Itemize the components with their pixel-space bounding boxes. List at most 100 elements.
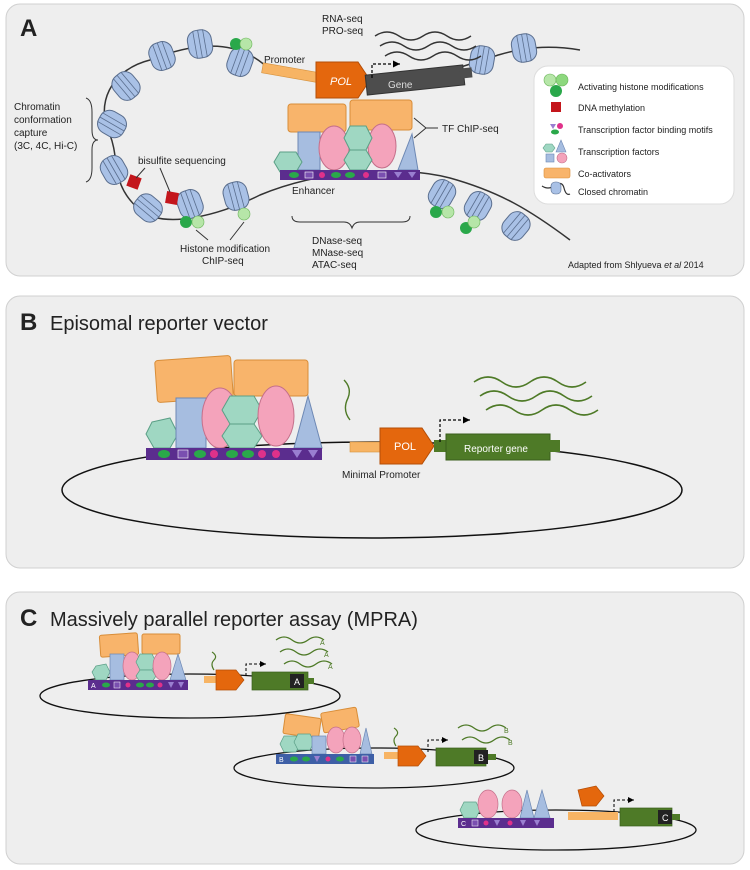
- motif: [336, 756, 344, 762]
- transcript-wave: [275, 636, 325, 644]
- motif: [194, 450, 206, 458]
- transcript-wave: [279, 648, 329, 656]
- legend-tf-label: Transcription factors: [578, 147, 660, 157]
- legend-tf-icon: [542, 143, 556, 153]
- tf-blue: [175, 397, 207, 449]
- histone-chip-pointer: [229, 221, 245, 241]
- tf-teal: [459, 801, 481, 819]
- motif: [534, 820, 540, 826]
- legend-histone-icon: [543, 73, 557, 87]
- panel-c-background: [5, 591, 745, 865]
- tf-teal: [343, 149, 373, 171]
- panel-a-letter: A: [20, 15, 37, 42]
- transcript-wave: [283, 660, 333, 668]
- barcode-label: B: [478, 753, 484, 763]
- pol-shape: [215, 669, 245, 691]
- motif: [210, 450, 218, 458]
- pol-tail: [211, 651, 217, 671]
- reporter-transcripts: [275, 636, 333, 668]
- transcript-wave: [379, 41, 477, 51]
- tf-pink: [257, 385, 295, 447]
- legend-histone-label: Activating histone modifications: [578, 82, 704, 92]
- legend-coactivator-label: Co-activators: [578, 169, 632, 179]
- chromatin-capture-bracket: [85, 97, 99, 183]
- histone-chip-line2: ChIP-seq: [202, 256, 244, 267]
- legend-tf-icon: [545, 153, 555, 163]
- panel-c-letter: C: [20, 605, 37, 632]
- motif: [258, 450, 266, 458]
- pro-seq-label: PRO-seq: [322, 26, 363, 37]
- motif: [319, 172, 325, 178]
- enhancer-complex-a: [273, 99, 420, 180]
- motif: [157, 682, 163, 688]
- pol-shape: [379, 427, 435, 465]
- enhancer-bar: [458, 818, 554, 828]
- enhancer-complex-b: [145, 355, 323, 460]
- atac-label: ATAC-seq: [312, 260, 357, 271]
- barcode-box: [474, 750, 488, 764]
- tf-teal: [343, 125, 373, 151]
- reporter-gene-label: Reporter gene: [464, 444, 528, 455]
- legend-tf-icon: [556, 152, 568, 164]
- legend-motif-icon: [557, 123, 563, 129]
- motif: [325, 756, 331, 762]
- reporter-end-cap: [672, 814, 680, 820]
- pol-label: POL: [330, 76, 352, 88]
- histone-chip-line1: Histone modification: [180, 244, 270, 255]
- motif: [290, 756, 298, 762]
- tf-chip-bracket: [413, 117, 438, 139]
- pol-tail: [393, 727, 399, 747]
- reporter-start-cap: [434, 440, 448, 452]
- transcript-wave: [473, 376, 587, 388]
- panel-b: B Episomal reporter vector: [5, 295, 745, 569]
- transcript-barcode: A: [324, 652, 329, 659]
- motif: [408, 172, 416, 178]
- panel-c: C Massively parallel reporter assay (MPR…: [5, 591, 745, 865]
- plasmid-circle: [233, 747, 515, 789]
- transcript-wave: [384, 51, 482, 61]
- panel-b-letter: B: [20, 309, 37, 336]
- pol-shape-detached: [577, 785, 605, 807]
- histone-mark: [230, 38, 242, 50]
- tf-blue: [109, 653, 125, 681]
- pol-label: POL: [394, 441, 416, 453]
- promoter-label: Promoter: [264, 55, 306, 66]
- motif: [361, 755, 369, 763]
- pol-tail: [343, 379, 351, 421]
- panel-b-background: [5, 295, 745, 569]
- tf-teal: [293, 733, 315, 751]
- tf-pink: [342, 726, 362, 754]
- transcript-wave: [374, 31, 472, 41]
- coactivator: [141, 633, 181, 655]
- tf-teal: [221, 423, 263, 449]
- motif: [168, 682, 174, 688]
- chromatin-capture-line4: (3C, 4C, Hi-C): [14, 141, 77, 152]
- legend-histone-icon: [550, 85, 562, 97]
- barcode-label: A: [294, 677, 300, 687]
- legend-motif-icon: [551, 129, 559, 135]
- reporter-end-cap: [548, 440, 560, 452]
- tf-teal: [221, 395, 263, 425]
- transcription-start-arrow: [427, 737, 448, 752]
- legend-a: Activating histone modifications DNA met…: [533, 65, 735, 205]
- tf-pink: [152, 651, 172, 681]
- histone-mark: [239, 37, 253, 51]
- plasmid-circle: [415, 809, 697, 851]
- tf-pink: [326, 726, 346, 754]
- transcript-barcode: A: [320, 640, 325, 647]
- motif: [345, 172, 355, 178]
- enhancer-barcode-label: C: [461, 821, 466, 828]
- reporter-end-cap: [306, 678, 314, 684]
- motif: [507, 820, 513, 826]
- mpra-construct-b: B B B B: [233, 706, 515, 789]
- tf-pink: [367, 123, 397, 169]
- histone-mark: [191, 215, 205, 229]
- panel-a: A: [5, 3, 745, 277]
- transcription-start-arrow: [439, 416, 470, 442]
- minimal-promoter: [384, 752, 402, 759]
- panel-c-title: Massively parallel reporter assay (MPRA): [50, 609, 418, 631]
- citation-prefix: Adapted from Shlyueva: [568, 260, 662, 270]
- enhancer-barcode-label: B: [279, 757, 284, 764]
- motif: [394, 172, 402, 178]
- motif: [483, 820, 489, 826]
